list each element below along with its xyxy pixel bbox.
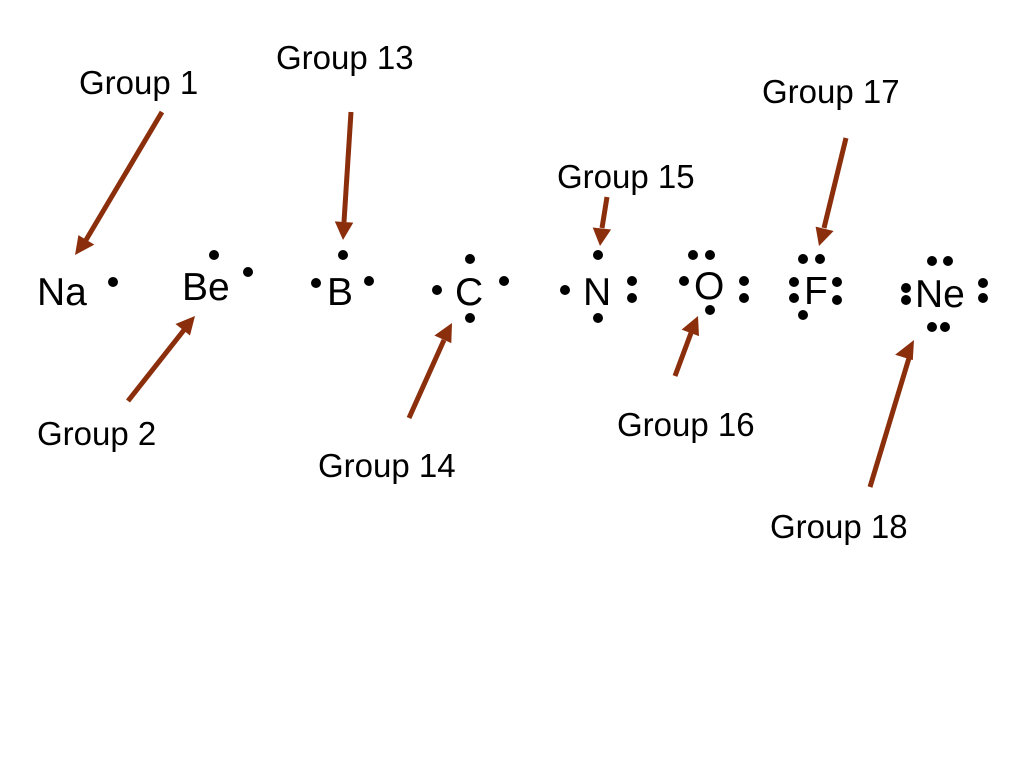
electron-dot: [243, 267, 253, 277]
electron-dot: [798, 254, 808, 264]
label-group-14: Group 14: [318, 447, 456, 484]
arrow-group-1: [75, 110, 165, 255]
electron-dot: [901, 295, 911, 305]
label-group-2: Group 2: [37, 415, 156, 452]
electron-dot: [943, 256, 953, 266]
electron-dot: [705, 305, 715, 315]
arrow-group-17: [815, 137, 849, 246]
label-group-18: Group 18: [770, 508, 908, 545]
label-group-15: Group 15: [557, 158, 695, 195]
electron-dot: [560, 285, 570, 295]
label-group-1: Group 1: [79, 64, 198, 101]
arrow-group-18: [867, 340, 914, 488]
electrons-n: [560, 250, 637, 323]
electron-dot: [364, 276, 374, 286]
electron-dot: [739, 293, 749, 303]
electron-dot: [108, 277, 118, 287]
electrons-b: [311, 250, 374, 288]
electron-dot: [209, 250, 219, 260]
electron-dot: [978, 278, 988, 288]
electron-dot: [901, 283, 911, 293]
electron-dot: [705, 250, 715, 260]
symbol-f: F: [804, 270, 828, 313]
electron-dot: [593, 250, 603, 260]
electron-dot: [940, 322, 950, 332]
symbol-b: B: [327, 271, 353, 314]
electron-dot: [499, 276, 509, 286]
arrow-group-13: [334, 111, 354, 240]
electrons-ne: [901, 256, 988, 332]
electron-dot: [311, 278, 321, 288]
arrow-group-2: [126, 316, 195, 403]
arrow-group-15: [592, 196, 612, 246]
symbol-c: C: [455, 271, 483, 314]
electron-dot: [627, 293, 637, 303]
arrow-group-16: [672, 316, 699, 377]
label-group-17: Group 17: [762, 73, 900, 110]
electron-dot: [927, 256, 937, 266]
electron-dot: [465, 313, 475, 323]
electron-dot: [832, 277, 842, 287]
electrons-be: [209, 250, 253, 277]
electron-dot: [432, 285, 442, 295]
arrow-group-14: [406, 323, 452, 420]
label-group-16: Group 16: [617, 406, 755, 443]
electrons-c: [432, 254, 509, 323]
electrons-o: [679, 250, 749, 315]
electrons-f: [789, 254, 842, 320]
symbol-o: O: [694, 265, 724, 308]
symbol-be: Be: [182, 266, 230, 309]
electron-dot: [832, 295, 842, 305]
electron-dot: [815, 254, 825, 264]
symbol-n: N: [583, 271, 611, 314]
label-group-13: Group 13: [276, 39, 414, 76]
electron-dot: [593, 313, 603, 323]
symbol-na: Na: [37, 271, 87, 314]
electron-dot: [978, 293, 988, 303]
electron-dot: [927, 322, 937, 332]
electron-dot: [798, 310, 808, 320]
electron-dot: [338, 250, 348, 260]
electron-dot: [627, 276, 637, 286]
electron-dot: [789, 293, 799, 303]
electrons-na: [108, 277, 118, 287]
electron-dot: [679, 276, 689, 286]
electron-dot: [739, 276, 749, 286]
symbol-ne: Ne: [915, 273, 965, 316]
electron-dot: [789, 277, 799, 287]
electron-dot: [688, 250, 698, 260]
electron-dot: [465, 254, 475, 264]
